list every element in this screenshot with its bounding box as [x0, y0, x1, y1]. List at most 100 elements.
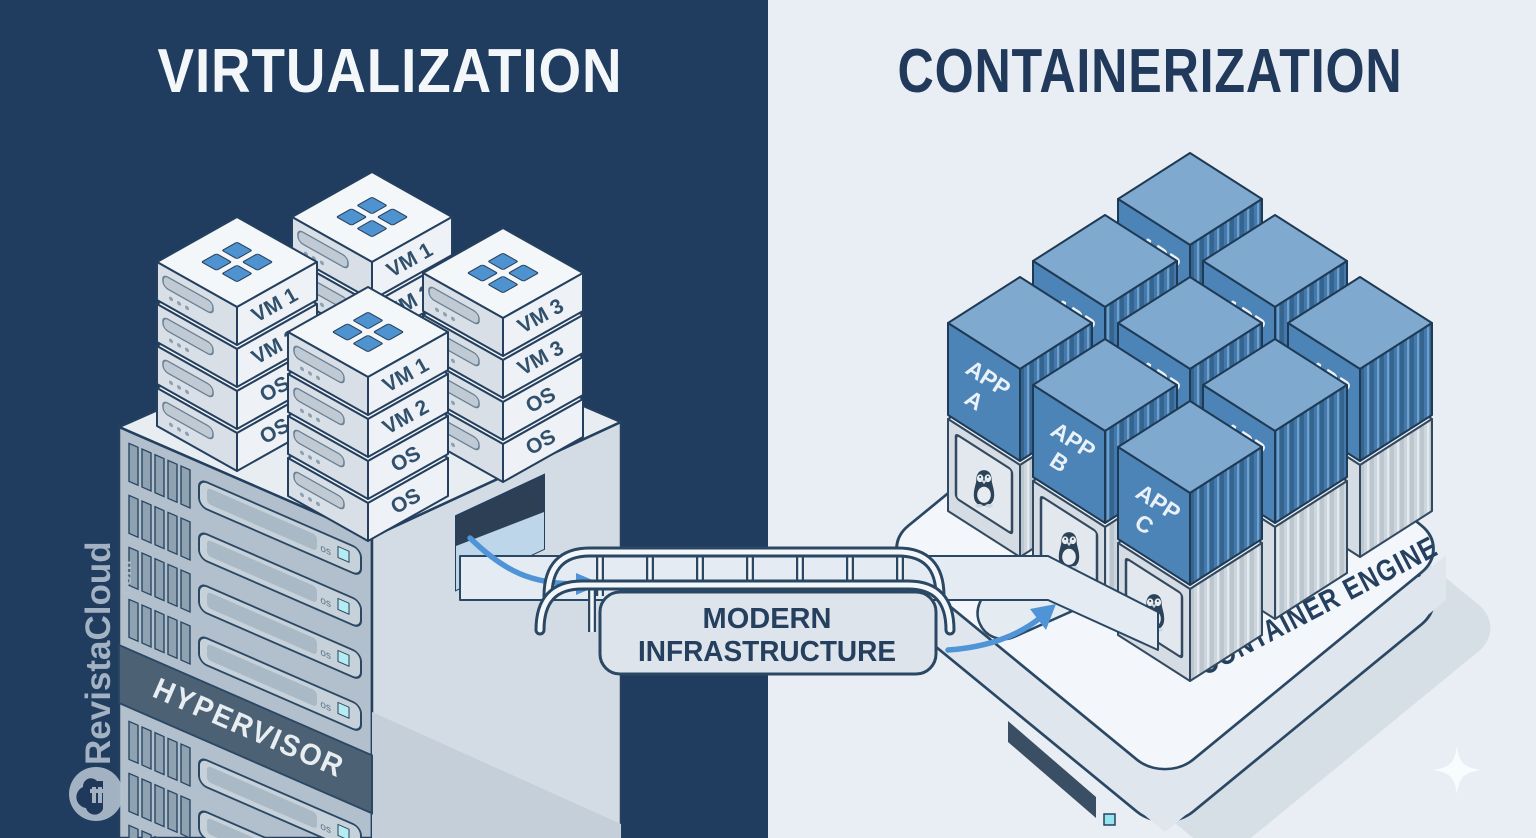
tray-inset — [207, 818, 317, 838]
vm-box-detail — [162, 275, 214, 314]
modern-infrastructure-line1: MODERN — [703, 603, 832, 635]
container-engine-scene: CONTAINER ENGINE APPAAPPBAPPCAPPAAPPBAPP… — [884, 152, 1491, 838]
vm-box-detail — [293, 345, 345, 384]
vent-slot — [167, 511, 178, 556]
cube-right-face — [367, 331, 449, 416]
cube-right-face — [1189, 446, 1263, 586]
container-grid: APPAAPPBAPPCAPPAAPPBAPPCAPPAAPPBAPPC — [947, 152, 1433, 682]
watermark-brand: RevistaCloud — [79, 541, 118, 765]
tray-label: os — [320, 595, 331, 610]
cube-right-face — [1189, 542, 1263, 682]
vent-slot — [180, 465, 191, 509]
vent-slot — [167, 615, 178, 660]
cube-right-face — [1274, 384, 1348, 524]
tower-tray-row: os — [128, 442, 362, 575]
cube-right-face — [1359, 322, 1433, 462]
cube-right-face — [236, 261, 318, 346]
windows-logo-icon — [336, 197, 408, 237]
bridge-rail-back — [542, 546, 946, 602]
migration-arrow-right — [945, 604, 1056, 653]
cube-right-face — [1359, 418, 1433, 558]
revistacloud-logo-icon — [69, 767, 123, 821]
vent-slot — [180, 621, 191, 665]
vm-box-detail — [293, 387, 345, 426]
vent-slot — [141, 726, 152, 770]
tray-label: os — [320, 543, 331, 558]
vent-slot — [128, 442, 139, 487]
windows-logo-icon — [201, 242, 273, 282]
vent-slot — [167, 789, 178, 834]
tower-tray-row: os — [128, 546, 362, 679]
tower-base-shade — [372, 712, 621, 838]
tray-inset — [207, 592, 317, 654]
cube-right-face — [1274, 480, 1348, 620]
tower-face-details: ososososososos — [118, 442, 373, 838]
vent-slot — [128, 494, 139, 539]
cube-right-face — [367, 457, 449, 542]
tray-inset — [207, 540, 317, 602]
bridge-scene: MODERN INFRASTRUCTURE — [459, 535, 1159, 676]
watermark-tld: .com — [116, 560, 135, 600]
vent-slot — [180, 569, 191, 613]
cube-right-face — [367, 373, 449, 458]
tray-led — [337, 649, 350, 667]
modern-infrastructure-line2: INFRASTRUCTURE — [638, 636, 896, 668]
vent-slot — [180, 517, 191, 561]
modern-infrastructure-box — [598, 590, 938, 676]
vent-slot — [128, 772, 139, 817]
tray-inset — [207, 644, 317, 706]
windows-logo-icon — [467, 253, 539, 293]
vent-slot — [180, 743, 191, 787]
cube-right-face — [367, 415, 449, 500]
watermark: RevistaCloud .com — [69, 541, 135, 821]
cube-right-face — [502, 398, 584, 483]
vent-slot — [154, 731, 165, 776]
cube-right-face — [502, 272, 584, 357]
vm-box-detail — [162, 401, 214, 440]
vent-slot — [180, 795, 191, 838]
vent-slot — [141, 552, 152, 596]
tray-label: os — [320, 647, 331, 662]
vent-slot — [141, 448, 152, 492]
tower-tray-row: os — [128, 598, 362, 731]
vent-slot — [141, 778, 152, 822]
sparkle-icon — [1433, 746, 1481, 794]
vent-slot — [141, 604, 152, 648]
tray-inset — [207, 766, 317, 828]
vent-slot — [128, 824, 139, 838]
app-container: APPC — [1117, 400, 1263, 586]
tray-led — [337, 701, 350, 719]
cube-right-face — [371, 216, 453, 301]
vent-slot — [154, 453, 165, 498]
vent-slot — [167, 459, 178, 504]
vent-slot — [141, 500, 152, 544]
vm-box-detail — [162, 359, 214, 398]
vent-slot — [128, 598, 139, 643]
tray-label: os — [320, 699, 331, 714]
vent-slot — [167, 737, 178, 782]
vm-box-detail — [293, 471, 345, 510]
vm-box-detail — [293, 429, 345, 468]
virtualization-title: VIRTUALIZATION — [158, 37, 623, 106]
vent-slot — [154, 505, 165, 550]
vm-box-detail — [428, 286, 480, 325]
tray-led — [337, 545, 350, 563]
vent-slot — [141, 830, 152, 838]
vent-slot — [154, 783, 165, 828]
tower-tray-row: os — [128, 772, 362, 838]
vent-slot — [167, 563, 178, 608]
hypervisor-band — [118, 643, 373, 815]
tray-label: os — [320, 821, 331, 836]
vent-slot — [128, 720, 139, 765]
vm-box-detail — [162, 317, 214, 356]
linux-tux-icon — [973, 470, 995, 508]
containerization-title: CONTAINERIZATION — [898, 37, 1403, 106]
tower-tray-row: os — [128, 720, 362, 838]
platform-led — [1103, 813, 1116, 826]
tray-led — [337, 597, 350, 615]
